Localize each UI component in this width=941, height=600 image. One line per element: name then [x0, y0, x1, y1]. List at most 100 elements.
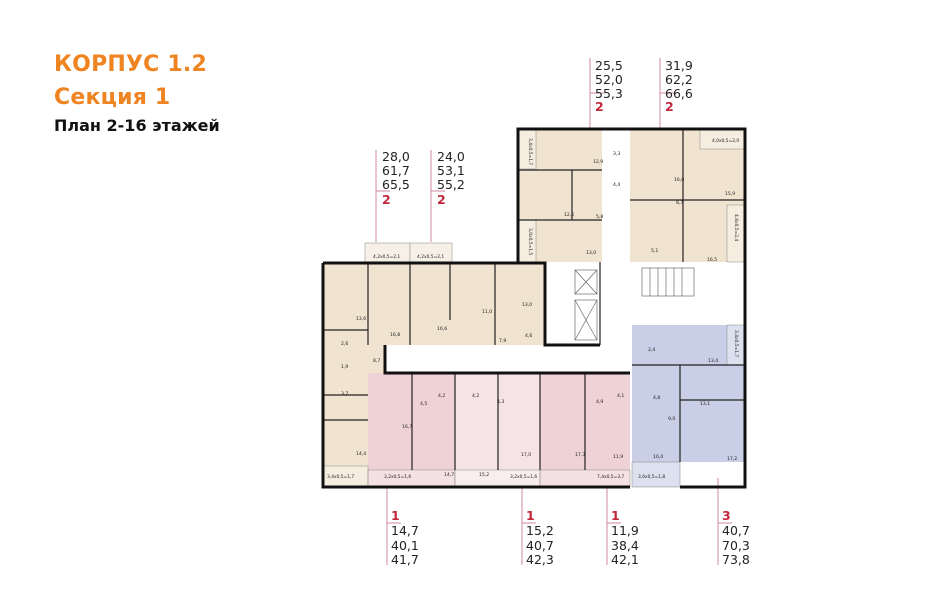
svg-text:3,7: 3,7 [341, 391, 348, 397]
svg-text:61,7: 61,7 [382, 163, 410, 178]
apartment-d [630, 129, 745, 262]
svg-text:16,7: 16,7 [402, 424, 412, 430]
apartment-callout-f: 1 15,2 40,7 42,3 [526, 508, 554, 567]
svg-text:52,0: 52,0 [595, 72, 623, 87]
svg-text:38,4: 38,4 [611, 538, 639, 553]
apartment-callout-e: 1 14,7 40,1 41,7 [391, 508, 419, 567]
svg-text:2: 2 [665, 99, 674, 114]
svg-text:40,1: 40,1 [391, 538, 419, 553]
svg-text:17,3: 17,3 [575, 452, 585, 458]
section-title: Секция 1 [54, 85, 171, 110]
svg-text:3,6x0,5=1,8: 3,6x0,5=1,8 [638, 474, 665, 480]
svg-text:10,4: 10,4 [653, 454, 663, 460]
svg-text:62,2: 62,2 [665, 72, 693, 87]
svg-text:4,2: 4,2 [472, 393, 479, 399]
svg-text:4,8x0,5=2,4: 4,8x0,5=2,4 [733, 214, 739, 241]
lift-1 [574, 269, 598, 295]
svg-text:4,2x0,5=2,1: 4,2x0,5=2,1 [417, 254, 444, 260]
apartment-callout-d: 31,9 62,2 66,6 2 [665, 58, 693, 114]
svg-text:24,0: 24,0 [437, 149, 465, 164]
apartment-callout-g: 1 11,9 38,4 42,1 [611, 508, 639, 567]
svg-text:13,1: 13,1 [700, 401, 710, 407]
apartment-callout-c: 25,5 52,0 55,3 2 [595, 58, 623, 114]
svg-text:2,6: 2,6 [341, 341, 348, 347]
svg-text:12,6: 12,6 [564, 212, 574, 218]
apartment-c [518, 129, 602, 262]
svg-text:15,2: 15,2 [526, 523, 554, 538]
svg-text:70,3: 70,3 [722, 538, 750, 553]
svg-text:11,9: 11,9 [613, 454, 623, 460]
svg-text:2,4: 2,4 [648, 347, 655, 353]
svg-text:31,9: 31,9 [665, 58, 693, 73]
callout-lines [375, 58, 732, 565]
svg-text:13,6: 13,6 [356, 316, 366, 322]
svg-text:11,9: 11,9 [611, 523, 639, 538]
svg-text:53,1: 53,1 [437, 163, 465, 178]
svg-text:8,7: 8,7 [373, 358, 380, 364]
svg-text:9,0: 9,0 [668, 416, 675, 422]
svg-text:16,8: 16,8 [390, 332, 400, 338]
svg-text:4,8: 4,8 [653, 395, 660, 401]
balcony-strips [322, 128, 746, 488]
svg-text:66,6: 66,6 [665, 86, 693, 101]
svg-text:1,9: 1,9 [341, 364, 348, 370]
svg-text:5,8: 5,8 [596, 214, 603, 220]
plan-subtitle: План 2-16 этажей [54, 116, 220, 135]
room-area-labels: 13,6 2,6 1,9 3,7 14,4 8,7 16,8 16,6 11,0… [341, 151, 737, 478]
svg-text:3,4x0,5=1,7: 3,4x0,5=1,7 [527, 138, 533, 165]
svg-text:14,4: 14,4 [356, 451, 366, 457]
stairs [641, 267, 695, 297]
apartment-h [632, 325, 745, 462]
svg-text:4,1: 4,1 [617, 393, 624, 399]
svg-text:4,3: 4,3 [497, 399, 504, 405]
svg-text:2: 2 [382, 192, 391, 207]
apartment-a [366, 263, 410, 345]
svg-text:16,6: 16,6 [437, 326, 447, 332]
corridor [385, 345, 632, 373]
svg-text:1: 1 [391, 508, 400, 523]
svg-text:16,5: 16,5 [707, 257, 717, 263]
svg-text:28,0: 28,0 [382, 149, 410, 164]
svg-text:42,3: 42,3 [526, 552, 554, 567]
svg-text:16,0: 16,0 [674, 177, 684, 183]
svg-text:4,5: 4,5 [420, 401, 427, 407]
svg-text:5,1: 5,1 [651, 248, 658, 254]
svg-text:11,0: 11,0 [482, 309, 492, 315]
lift-2 [574, 299, 598, 341]
building-title: КОРПУС 1.2 [54, 52, 207, 77]
svg-text:12,9: 12,9 [593, 159, 603, 165]
svg-text:3,2x0,5=1,6: 3,2x0,5=1,6 [384, 474, 411, 480]
svg-text:8,7: 8,7 [676, 200, 683, 206]
svg-text:13,0: 13,0 [522, 302, 532, 308]
svg-text:15,9: 15,9 [725, 191, 735, 197]
balcony-a [364, 242, 411, 264]
svg-text:4,4: 4,4 [613, 182, 620, 188]
svg-text:3: 3 [722, 508, 731, 523]
svg-text:2: 2 [437, 192, 446, 207]
lift-hall [545, 262, 630, 345]
svg-text:40,7: 40,7 [526, 538, 554, 553]
balcony-b [409, 242, 453, 264]
svg-text:7,4x0,5=3,7: 7,4x0,5=3,7 [597, 474, 624, 480]
svg-text:4,2x0,5=2,1: 4,2x0,5=2,1 [373, 254, 400, 260]
svg-text:73,8: 73,8 [722, 552, 750, 567]
svg-text:14,7: 14,7 [444, 472, 454, 478]
svg-text:4,0x0,5=2,0: 4,0x0,5=2,0 [712, 138, 739, 144]
svg-text:42,1: 42,1 [611, 552, 639, 567]
svg-text:3,0x0,5=1,5: 3,0x0,5=1,5 [527, 228, 533, 255]
svg-text:3,3: 3,3 [613, 151, 620, 157]
svg-text:3,4x0,5=1,7: 3,4x0,5=1,7 [327, 474, 354, 480]
svg-text:17,2: 17,2 [727, 456, 737, 462]
apartment-callout-b: 24,0 53,1 55,2 2 [437, 149, 465, 207]
svg-text:55,2: 55,2 [437, 177, 465, 192]
apartment-callout-a: 28,0 61,7 65,5 2 [382, 149, 410, 207]
balcony-labels: 3,4x0,5=1,7 4,2x0,5=2,1 4,2x0,5=2,1 3,4x… [327, 138, 739, 480]
stairs-and-lifts [574, 267, 695, 341]
svg-text:1: 1 [526, 508, 535, 523]
svg-text:4,9: 4,9 [596, 399, 603, 405]
svg-text:3,2x0,5=1,6: 3,2x0,5=1,6 [510, 474, 537, 480]
svg-text:4,2: 4,2 [438, 393, 445, 399]
svg-text:2: 2 [595, 99, 604, 114]
apartment-h-balcony [632, 462, 680, 487]
